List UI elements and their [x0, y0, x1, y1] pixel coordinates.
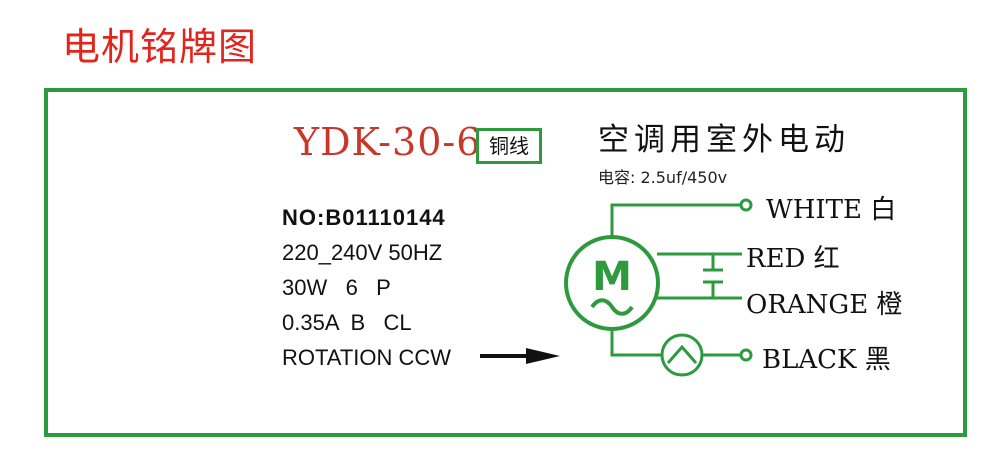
copper-wire-badge: 铜线 — [476, 128, 542, 164]
capacitor-icon — [703, 254, 723, 298]
black-wire — [610, 320, 662, 357]
thermal-protector-icon — [660, 333, 704, 377]
motor-symbol: M — [592, 254, 632, 300]
model-number: YDK-30-6 — [294, 120, 482, 164]
rotation-direction: ROTATION CCW — [282, 345, 452, 370]
wire-label-black: BLACK 黑 — [762, 345, 891, 375]
motor-nameplate — [44, 88, 967, 437]
motor-icon — [564, 235, 660, 331]
wire-label-orange: ORANGE 橙 — [746, 290, 903, 320]
wire-label-white: WHITE 白 — [766, 195, 897, 225]
voltage-frequency: 220_240V 50HZ — [282, 240, 443, 265]
white-wire — [610, 203, 742, 246]
serial-number: NO:B01110144 — [282, 205, 446, 230]
power-poles: 30W 6 P — [282, 275, 391, 300]
wire-label-red: RED 红 — [746, 244, 840, 274]
spec-list: NO:B01110144 220_240V 50HZ 30W 6 P 0.35A… — [282, 200, 451, 375]
product-title: 空调用室外电动 — [598, 122, 850, 158]
white-terminal-icon — [739, 198, 753, 212]
rotation-arrow-icon — [480, 348, 560, 364]
black-terminal-icon — [739, 348, 753, 362]
current-insulation: 0.35A B CL — [282, 310, 412, 335]
ac-wave-icon — [590, 298, 634, 316]
capacitance-label: 电容: 2.5uf/450v — [598, 168, 728, 187]
page-title: 电机铭牌图 — [62, 25, 258, 69]
